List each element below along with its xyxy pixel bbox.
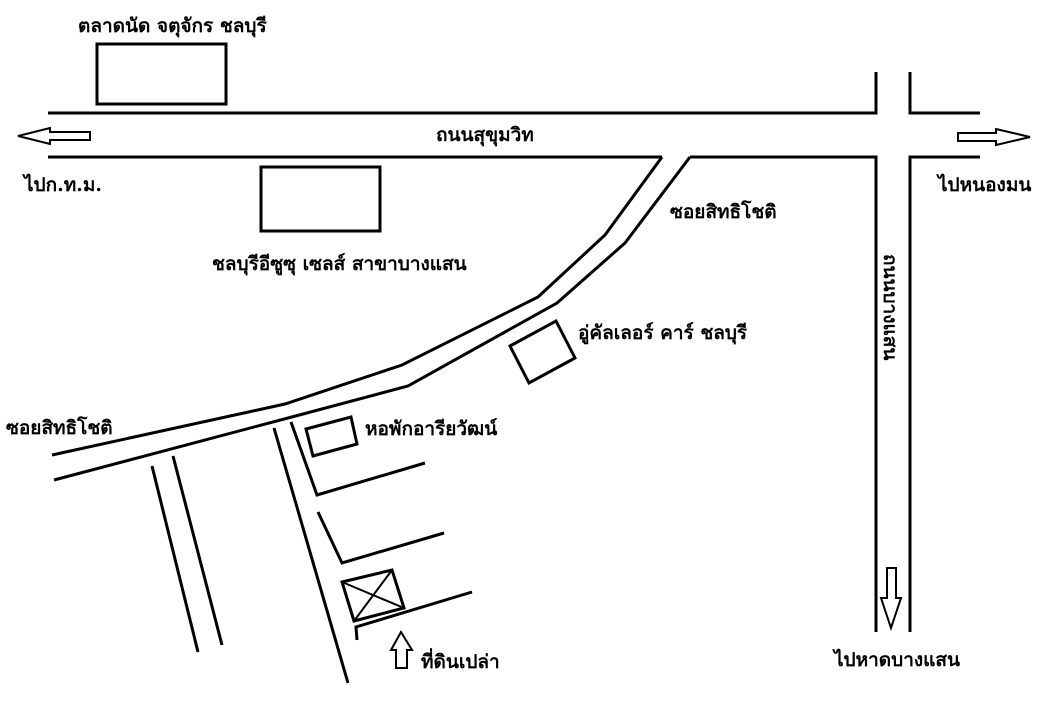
ooh-color-building: [507, 318, 578, 386]
isuzu-building: [259, 165, 382, 233]
arrow-right-icon: [957, 127, 1031, 147]
sukhumvit-road: [48, 72, 980, 632]
side-streets: [150, 421, 473, 684]
land-plot-label: ที่ดินเปล่า: [421, 648, 500, 673]
beach-road-label: ถนนบางแสน: [879, 254, 901, 360]
dorm-label: หอพักอารียวัฒน์: [365, 418, 497, 440]
to-bangsaen-beach-label: ไปหาดบางแสน: [832, 648, 960, 671]
arrow-up-icon: [389, 630, 414, 669]
market-label: ตลาดนัด จตุจักร ชลบุรี: [78, 15, 267, 38]
vacant-land-marker: [340, 568, 406, 623]
market-building: [95, 42, 228, 106]
soi-sitthichot-left-label: ซอยสิทธิโชติ: [6, 416, 113, 439]
soi-sitthichot-upper-label: ซอยสิทธิโชติ: [670, 200, 777, 223]
arrow-left-icon: [17, 126, 91, 146]
dorm-building: [304, 415, 359, 458]
arrow-down-icon: [879, 567, 903, 632]
to-bangkok-label: ไปก.ท.ม.: [22, 173, 102, 196]
isuzu-label: ชลบุรีอีซูซุ เซลส์ สาขาบางแสน: [212, 253, 467, 276]
sukhumvit-road-label: ถนนสุขุมวิท: [436, 124, 534, 147]
to-nongmon-label: ไปหนองมน: [936, 173, 1031, 196]
soi-sitthichot-road: [51, 156, 692, 482]
ooh-color-label: อู่คัลเลอร์ คาร์ ชลบุรี: [578, 322, 748, 345]
